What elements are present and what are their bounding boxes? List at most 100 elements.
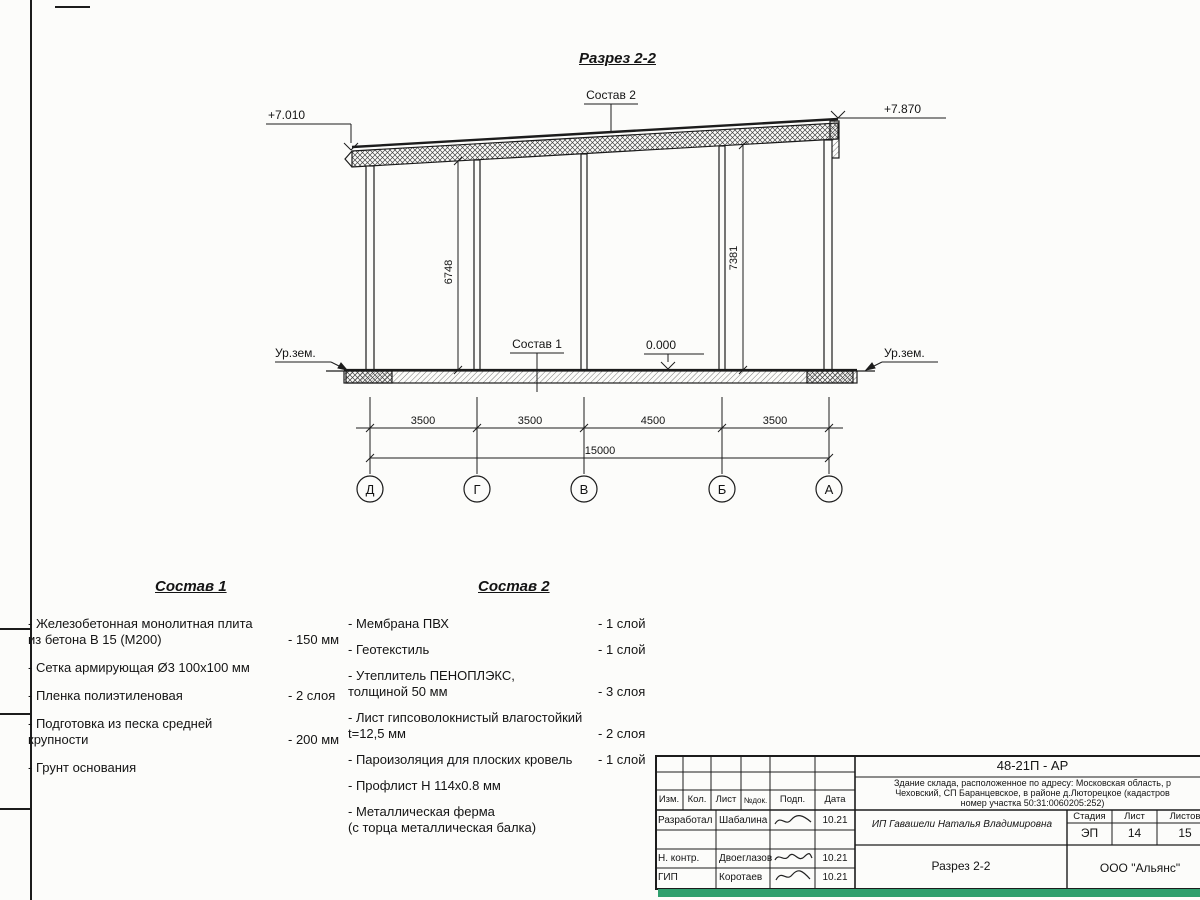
row-name: Коротаев bbox=[719, 872, 763, 883]
material-item: - Грунт основания bbox=[28, 760, 368, 776]
height-dim-left: 6748 bbox=[443, 260, 455, 284]
page-title: Разрез 2-2 bbox=[578, 50, 656, 67]
bottom-green-bar bbox=[658, 889, 1200, 897]
material-item: - Пленка полиэтиленовая - 2 слоя bbox=[28, 688, 368, 704]
project-description-line2: Чеховский, СП Баранцевское, в районе д.Л… bbox=[895, 788, 1170, 798]
elevation-left-label: +7.010 bbox=[268, 108, 305, 122]
material-text: - Грунт основания bbox=[28, 760, 137, 775]
level-marks bbox=[266, 103, 946, 392]
axis-label: В bbox=[580, 482, 589, 497]
axis-bubble bbox=[815, 475, 843, 503]
material-value: - 150 мм bbox=[288, 632, 340, 647]
foundation-right bbox=[806, 370, 854, 384]
material-item: - Профлист Н 114х0.8 мм bbox=[348, 778, 668, 794]
material-text: - Подготовка из песка средней крупности bbox=[28, 716, 213, 747]
ground-label-left: Ур.зем. bbox=[275, 346, 316, 360]
column-axis-g bbox=[473, 159, 481, 371]
stage-label: Стадия bbox=[1073, 811, 1106, 822]
project-description-line1: Здание склада, расположенное по адресу: … bbox=[894, 778, 1171, 788]
material-text: - Железобетонная монолитная плита из бет… bbox=[28, 616, 253, 647]
axis-label: Б bbox=[718, 482, 727, 497]
title-block: 48-21П - АР Здание склада, расположенное… bbox=[655, 755, 1200, 890]
material-item: - Лист гипсоволокнистый влагостойкий t=1… bbox=[348, 710, 668, 742]
material-text: - Геотекстиль bbox=[348, 642, 430, 657]
row-date: 10.21 bbox=[822, 872, 848, 883]
material-item: - Геотекстиль - 1 слой bbox=[348, 642, 668, 658]
span-dim: 3500 bbox=[763, 415, 787, 427]
material-value: - 1 слой bbox=[598, 616, 646, 631]
row-name: Шабалина bbox=[719, 815, 768, 826]
drawing-labels: +7.010 +7.870 Ур.зем. Ур.зем. Состав 2 С… bbox=[268, 88, 925, 497]
height-dim-right: 7381 bbox=[728, 246, 740, 270]
ground-arrow-left bbox=[337, 362, 349, 371]
roof-truss-band bbox=[351, 122, 839, 168]
row-role: Разработал bbox=[658, 815, 713, 826]
sostav1-list: - Железобетонная монолитная плита из бет… bbox=[28, 616, 368, 788]
signature bbox=[774, 853, 813, 861]
axis-label: А bbox=[825, 482, 834, 497]
level-zero-label: 0.000 bbox=[646, 338, 676, 352]
col-header-list: Лист bbox=[715, 794, 737, 805]
frame-margin-mark bbox=[0, 808, 30, 810]
material-text: - Мембрана ПВХ bbox=[348, 616, 449, 631]
doc-code: 48-21П - АР bbox=[996, 758, 1069, 773]
section-drawing: +7.010 +7.870 Ур.зем. Ур.зем. Состав 2 С… bbox=[266, 88, 946, 503]
ground-arrow-right bbox=[864, 362, 876, 371]
company-name: ООО "Альянс" bbox=[1099, 861, 1181, 875]
axis-bubble bbox=[356, 475, 384, 503]
axis-bubble bbox=[708, 475, 736, 503]
span-dim: 3500 bbox=[411, 415, 435, 427]
stage-value: ЭП bbox=[1080, 826, 1099, 840]
sheets-value: 15 bbox=[1178, 826, 1192, 840]
material-item: - Металлическая ферма (с торца металличе… bbox=[348, 804, 668, 836]
material-item: - Железобетонная монолитная плита из бет… bbox=[28, 616, 368, 648]
sostav2-title: Состав 2 bbox=[478, 578, 550, 595]
col-header-podp: Подп. bbox=[779, 794, 806, 805]
material-item: - Подготовка из песка средней крупности … bbox=[28, 716, 368, 748]
elevation-right-label: +7.870 bbox=[884, 102, 921, 116]
material-value: - 2 слоя bbox=[288, 688, 336, 703]
roof-top-line bbox=[351, 117, 839, 149]
material-value: - 3 слоя bbox=[598, 684, 646, 699]
project-description-line3: номер участка 50:31:0060205:252) bbox=[960, 798, 1105, 808]
row-date: 10.21 bbox=[822, 815, 848, 826]
material-item: - Сетка армирующая Ø3 100х100 мм bbox=[28, 660, 368, 676]
material-text: - Металлическая ферма (с торца металличе… bbox=[348, 804, 537, 835]
axis-label: Г bbox=[473, 482, 480, 497]
foundation-left bbox=[345, 370, 393, 384]
roof-left-end bbox=[344, 150, 353, 168]
row-date: 10.21 bbox=[822, 853, 848, 864]
row-role: ГИП bbox=[658, 872, 678, 883]
axis-bubbles bbox=[356, 475, 843, 503]
sheet-label: Лист bbox=[1124, 811, 1145, 822]
ground-band bbox=[343, 370, 858, 384]
span-dim: 3500 bbox=[518, 415, 542, 427]
axis-bubble bbox=[570, 475, 598, 503]
col-header-kol: Кол. bbox=[687, 794, 707, 805]
material-text: - Сетка армирующая Ø3 100х100 мм bbox=[28, 660, 250, 675]
row-role: Н. контр. bbox=[658, 853, 700, 864]
material-text: - Профлист Н 114х0.8 мм bbox=[348, 778, 501, 793]
col-header-izm: Изм. bbox=[658, 794, 680, 805]
material-text: - Лист гипсоволокнистый влагостойкий t=1… bbox=[348, 710, 583, 741]
span-dim: 4500 bbox=[641, 415, 665, 427]
signature bbox=[774, 815, 812, 825]
total-dim: 15000 bbox=[585, 445, 616, 457]
frame-left-border bbox=[30, 0, 32, 900]
material-item: - Пароизоляция для плоских кровель - 1 с… bbox=[348, 752, 668, 768]
sostav1-title: Состав 1 bbox=[155, 578, 227, 595]
client-name: ИП Гавашели Наталья Владимировна bbox=[871, 819, 1053, 830]
axis-label: Д bbox=[366, 482, 375, 497]
material-item: - Мембрана ПВХ - 1 слой bbox=[348, 616, 668, 632]
column-axis-b bbox=[718, 145, 726, 371]
frame-margin-mark bbox=[0, 713, 30, 715]
col-header-data: Дата bbox=[824, 794, 846, 805]
col-header-ndoc: №док. bbox=[743, 796, 768, 805]
row-name: Двоеглазов bbox=[719, 853, 773, 864]
sheet-title: Разрез 2-2 bbox=[931, 859, 991, 873]
material-value: - 2 слоя bbox=[598, 726, 646, 741]
sheets-label: Листов bbox=[1169, 811, 1200, 822]
material-text: - Утеплитель ПЕНОПЛЭКС, толщиной 50 мм bbox=[348, 668, 515, 699]
frame-top-mark bbox=[55, 6, 90, 8]
